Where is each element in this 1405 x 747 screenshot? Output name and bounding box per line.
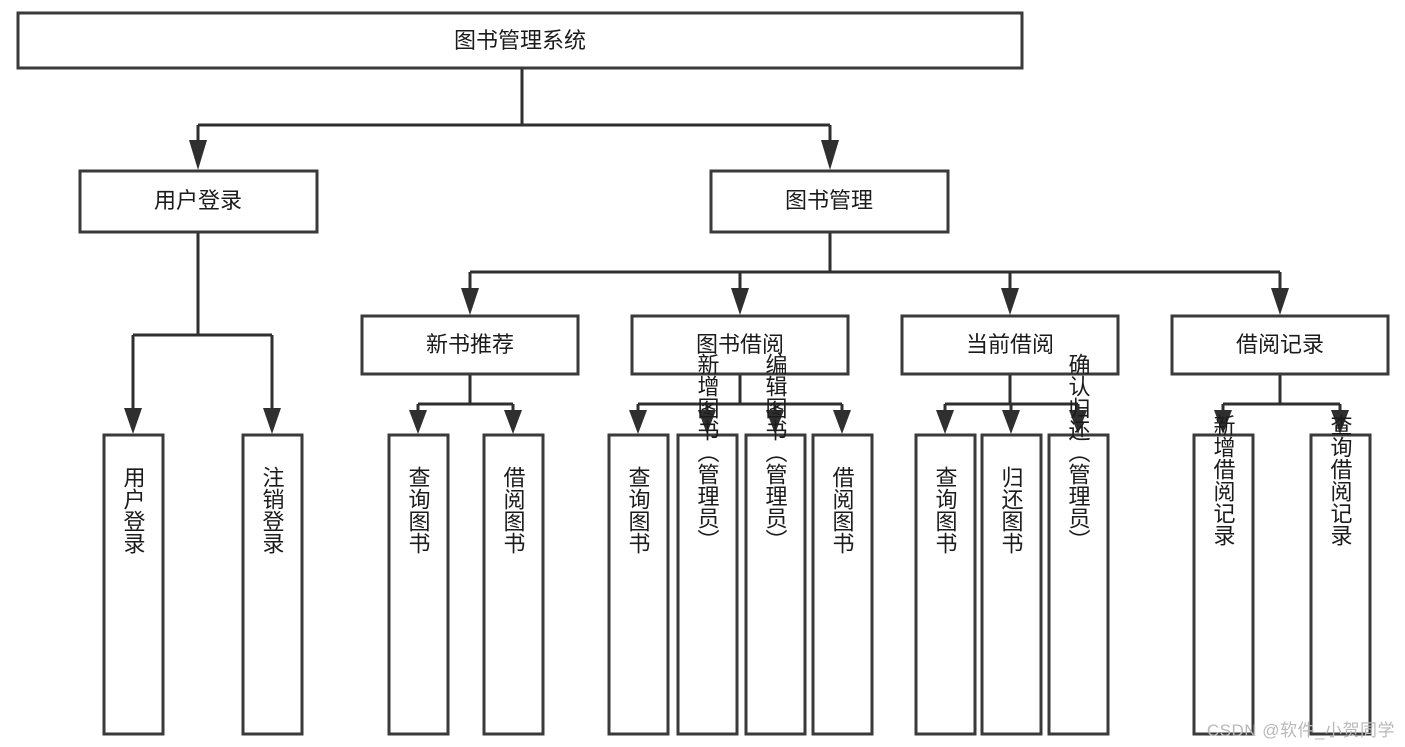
- leaf-borrow-record-2[interactable]: 查询借阅记录: [1309, 414, 1372, 736]
- leaf-borrow-record-1-label: 新增借阅记录: [1211, 414, 1236, 546]
- connector-borrow-record-to-leaves: [1214, 374, 1349, 434]
- node-new-book-recommend[interactable]: 新书推荐: [360, 314, 580, 376]
- leaf-book-borrow-2[interactable]: 新增图书（管理员）: [676, 353, 739, 736]
- node-book-manage[interactable]: 图书管理: [709, 169, 950, 234]
- leaf-user-login-2[interactable]: 注销登录: [241, 433, 304, 736]
- arrow-to-new-book: [461, 288, 479, 315]
- leaf-borrow-record-2-label: 查询借阅记录: [1328, 414, 1353, 546]
- node-current-borrow[interactable]: 当前借阅: [900, 314, 1120, 376]
- arrow-to-borrow-record: [1271, 288, 1289, 315]
- connector-user-login-to-leaves: [124, 232, 281, 434]
- csdn-watermark: CSDN @软件_小贺同学: [1206, 721, 1395, 740]
- leaf-current-borrow-2[interactable]: 归还图书: [980, 433, 1043, 736]
- node-book-borrow-label: 图书借阅: [696, 332, 784, 357]
- node-borrow-record[interactable]: 借阅记录: [1170, 314, 1390, 376]
- arrow-to-current-borrow: [1001, 288, 1019, 315]
- leaf-new-book-1-label: 查询图书: [406, 466, 431, 554]
- leaf-current-borrow-2-label: 归还图书: [999, 466, 1024, 554]
- leaf-book-borrow-1[interactable]: 查询图书: [607, 433, 670, 736]
- node-root[interactable]: 图书管理系统: [16, 11, 1024, 70]
- node-book-manage-label: 图书管理: [785, 188, 873, 213]
- node-user-login[interactable]: 用户登录: [78, 169, 319, 234]
- arrow-to-book-borrow: [731, 288, 749, 315]
- connector-book-borrow-to-leaves: [629, 374, 851, 434]
- node-borrow-record-label: 借阅记录: [1236, 332, 1324, 357]
- leaf-book-borrow-4-label: 借阅图书: [830, 466, 855, 554]
- leaf-current-borrow-1-label: 查询图书: [933, 466, 958, 554]
- leaf-new-book-2-label: 借阅图书: [501, 466, 526, 554]
- connector-new-book-to-leaves: [409, 374, 522, 434]
- leaf-book-borrow-1-label: 查询图书: [626, 466, 651, 554]
- leaf-book-borrow-3-label: 编辑图书（管理员）: [763, 353, 788, 551]
- connector-current-borrow-to-leaves: [936, 374, 1087, 434]
- leaf-book-borrow-2-label: 新增图书（管理员）: [695, 353, 720, 551]
- node-book-borrow[interactable]: 图书借阅: [630, 314, 850, 376]
- leaf-user-login-2-label: 注销登录: [260, 466, 285, 554]
- leaf-current-borrow-1[interactable]: 查询图书: [914, 433, 977, 736]
- leaf-current-borrow-3[interactable]: 确认归还（管理员）: [1047, 353, 1110, 736]
- connector-book-manage-to-level3: [461, 232, 1289, 315]
- node-current-borrow-label: 当前借阅: [966, 332, 1054, 357]
- leaf-user-login-1-label: 用户登录: [121, 466, 146, 554]
- node-new-book-recommend-label: 新书推荐: [426, 332, 514, 357]
- connector-root-to-level2: [189, 68, 839, 170]
- leaf-new-book-1[interactable]: 查询图书: [387, 433, 450, 736]
- node-user-login-label: 用户登录: [154, 188, 242, 213]
- leaf-book-borrow-3[interactable]: 编辑图书（管理员）: [744, 353, 807, 736]
- leaf-user-login-1[interactable]: 用户登录: [102, 433, 165, 736]
- arrow-to-user-login: [189, 140, 207, 170]
- leaf-new-book-2[interactable]: 借阅图书: [482, 433, 545, 736]
- leaf-borrow-record-1[interactable]: 新增借阅记录: [1192, 414, 1255, 736]
- arrow-to-book-manage: [821, 140, 839, 170]
- leaf-book-borrow-4[interactable]: 借阅图书: [811, 433, 874, 736]
- leaf-current-borrow-3-label: 确认归还（管理员）: [1066, 353, 1091, 551]
- node-root-label: 图书管理系统: [454, 28, 586, 53]
